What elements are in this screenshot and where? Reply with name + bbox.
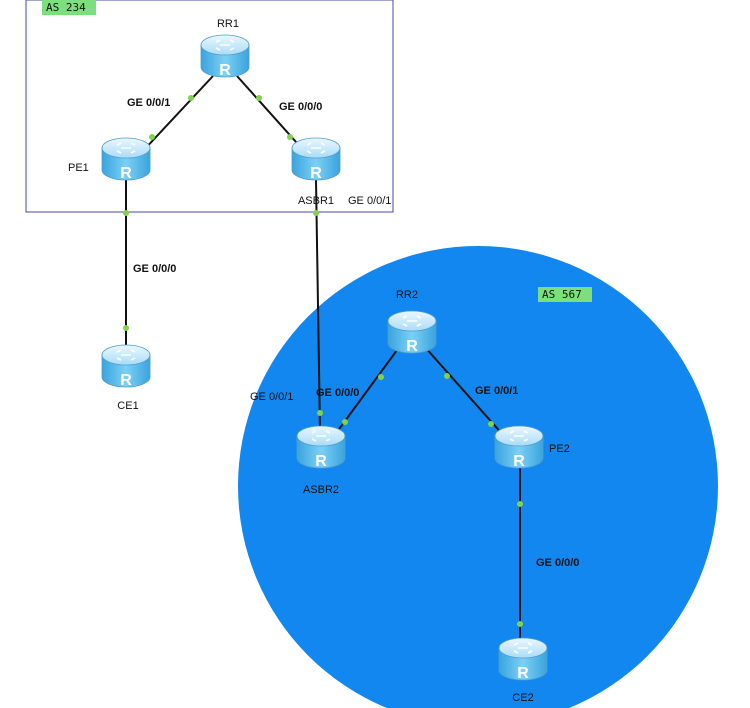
router-label: PE2 — [549, 443, 570, 455]
router-label: PE1 — [68, 162, 89, 174]
link-asbr1-asbr2 — [315, 179, 321, 433]
as567-label: AS 567 — [542, 288, 582, 301]
links — [125, 75, 521, 644]
link-rr1-pe1 — [141, 75, 214, 153]
port-label-rr1-asbr1: GE 0/0/0 — [279, 101, 322, 113]
router-rr2[interactable]: R RR2 — [387, 289, 437, 355]
port-dot — [123, 325, 129, 331]
router-label: ASBR1 — [298, 195, 334, 207]
link-rr2-pe2 — [423, 345, 505, 437]
port-dot — [444, 373, 450, 379]
port-label-pe2-ce2: GE 0/0/0 — [536, 557, 579, 569]
router-label: RR2 — [396, 289, 418, 301]
as234-boundary — [25, 0, 394, 213]
port-dot — [256, 95, 262, 101]
router-ce1[interactable]: R CE1 — [101, 344, 151, 412]
router-glyph: R — [310, 165, 322, 182]
port-dot — [517, 501, 523, 507]
port-dot — [488, 421, 494, 427]
as567-boundary — [238, 246, 718, 708]
as234-label: AS 234 — [46, 1, 86, 14]
port-label-asbr2-asbr1: GE 0/0/1 — [250, 391, 293, 403]
port-dot — [188, 95, 194, 101]
router-label: CE2 — [512, 692, 533, 704]
router-glyph: R — [517, 665, 529, 682]
port-dot — [287, 134, 293, 140]
port-dot — [123, 210, 129, 216]
router-pe2[interactable]: R PE2 — [494, 425, 570, 470]
router-glyph: R — [315, 453, 327, 470]
router-label: ASBR2 — [303, 484, 339, 496]
port-dot — [517, 621, 523, 627]
router-label: CE1 — [117, 400, 138, 412]
router-glyph: R — [120, 372, 132, 389]
router-glyph: R — [120, 165, 132, 182]
port-label-rr2-pe2: GE 0/0/1 — [475, 385, 518, 397]
as567-tag — [538, 287, 592, 302]
port-dot — [317, 410, 323, 416]
port-label-asbr2-rr2: GE 0/0/0 — [316, 387, 359, 399]
router-rr1[interactable]: R RR1 — [200, 18, 250, 79]
router-pe1[interactable]: R PE1 — [68, 137, 151, 182]
port-label-pe1-ce1: GE 0/0/0 — [133, 263, 176, 275]
router-label: RR1 — [217, 18, 239, 30]
port-label-asbr1-asbr2: GE 0/0/1 — [348, 195, 391, 207]
port-dot — [313, 210, 319, 216]
port-dot — [149, 134, 155, 140]
router-asbr2[interactable]: R ASBR2 — [296, 425, 346, 496]
router-glyph: R — [406, 338, 418, 355]
router-glyph: R — [513, 453, 525, 470]
port-label-rr1-pe1: GE 0/0/1 — [127, 97, 170, 109]
link-rr1-asbr1 — [236, 75, 306, 153]
port-dot — [378, 374, 384, 380]
port-dot — [342, 419, 348, 425]
as234-tag — [42, 0, 96, 15]
router-asbr1[interactable]: R ASBR1 — [291, 137, 341, 207]
port-dots — [123, 95, 523, 627]
router-glyph: R — [219, 62, 231, 79]
router-ce2[interactable]: R CE2 — [498, 637, 548, 704]
